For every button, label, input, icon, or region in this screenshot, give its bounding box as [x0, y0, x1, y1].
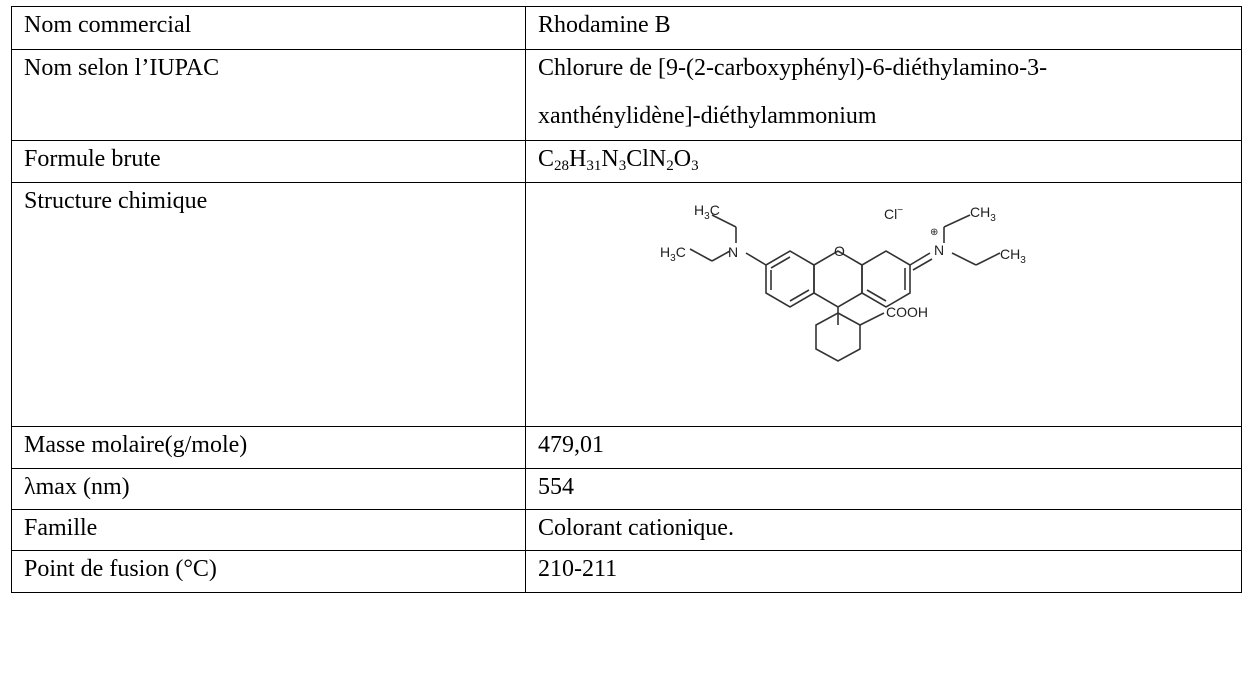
row-label: Structure chimique: [11, 182, 526, 427]
row-label: Famille: [11, 509, 526, 551]
row-label: Nom selon l’IUPAC: [11, 49, 526, 141]
iupac-name-line-1: Chlorure de [9-(2-carboxyphényl)-6-diéth…: [538, 55, 1048, 81]
table-row: Nom commercial Rhodamine B: [11, 6, 1242, 50]
svg-text:N: N: [728, 244, 738, 260]
svg-text:H3C: H3C: [694, 202, 720, 222]
table-row: Structure chimique: [11, 182, 1242, 427]
properties-table: Nom commercial Rhodamine B Nom selon l’I…: [11, 6, 1242, 593]
svg-text:⊕: ⊕: [930, 227, 938, 238]
row-value: 210-211: [525, 550, 1242, 593]
svg-text:Cl−: Cl−: [884, 205, 903, 222]
table-row: Nom selon l’IUPAC Chlorure de [9-(2-carb…: [11, 49, 1242, 141]
svg-text:N: N: [934, 242, 944, 258]
svg-text:CH3: CH3: [1000, 246, 1026, 266]
row-value: 479,01: [525, 426, 1242, 469]
row-label: Nom commercial: [11, 6, 526, 50]
row-label: Masse molaire(g/mole): [11, 426, 526, 469]
table-row: Famille Colorant cationique.: [11, 509, 1242, 551]
svg-text:H3C: H3C: [660, 244, 686, 264]
table-row: λmax (nm) 554: [11, 468, 1242, 510]
row-value: Chlorure de [9-(2-carboxyphényl)-6-diéth…: [525, 49, 1242, 141]
table-row: Formule brute C28H31N3ClN2O3: [11, 140, 1242, 183]
row-value: O N N H3C H3C Cl− ⊕ CH3 CH3 COOH: [525, 182, 1242, 427]
svg-text:COOH: COOH: [886, 304, 928, 320]
row-value: 554: [525, 468, 1242, 510]
row-value: Rhodamine B: [525, 6, 1242, 50]
row-label: Point de fusion (°C): [11, 550, 526, 593]
row-label: λmax (nm): [11, 468, 526, 510]
molecular-formula: C28H31N3ClN2O3: [538, 146, 699, 174]
svg-text:CH3: CH3: [970, 204, 996, 224]
svg-text:O: O: [834, 243, 845, 259]
row-value: C28H31N3ClN2O3: [525, 140, 1242, 183]
rhodamine-b-structure-diagram: O N N H3C H3C Cl− ⊕ CH3 CH3 COOH: [660, 202, 1026, 362]
table-row: Point de fusion (°C) 210-211: [11, 550, 1242, 593]
table-row: Masse molaire(g/mole) 479,01: [11, 426, 1242, 469]
iupac-name-line-2: xanthénylidène]-diéthylammonium: [538, 103, 877, 129]
row-value: Colorant cationique.: [525, 509, 1242, 551]
row-label: Formule brute: [11, 140, 526, 183]
